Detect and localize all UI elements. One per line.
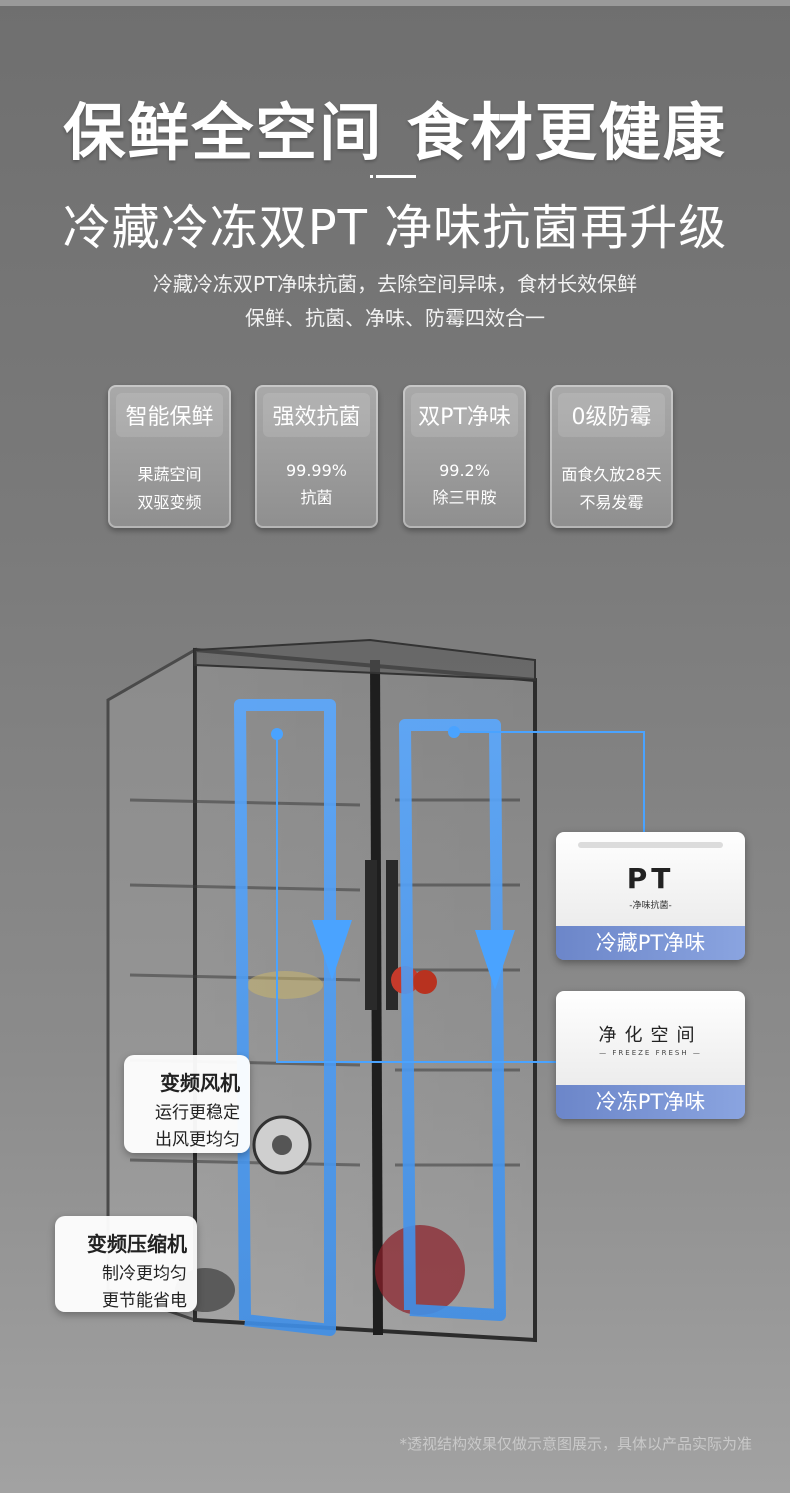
feature-card-title: 智能保鲜	[116, 393, 223, 437]
freezer-pt-caption: 冷冻PT净味	[556, 1085, 745, 1119]
fridge-pt-module: PT -净味抗菌- 冷藏PT净味	[556, 832, 745, 960]
pt-logo: PT	[626, 862, 675, 895]
feature-card-antibacterial: 强效抗菌 99.99% 抗菌	[255, 385, 378, 528]
vent-icon	[578, 842, 723, 848]
airflow-arrow	[312, 920, 352, 980]
fan-callout-line: 运行更稳定	[155, 1103, 240, 1123]
feature-card-title: 双PT净味	[411, 393, 518, 437]
feature-card-line: 99.2%	[439, 461, 490, 480]
description-line-2: 保鲜、抗菌、净味、防霉四效合一	[245, 306, 545, 330]
feature-card-smart-fresh: 智能保鲜 果蔬空间 双驱变频	[108, 385, 231, 528]
compressor-callout-title: 变频压缩机	[87, 1232, 187, 1256]
feature-card-antimold: 0级防霉 面食久放28天 不易发霉	[550, 385, 673, 528]
feature-card-line: 99.99%	[285, 461, 347, 480]
top-strip	[0, 0, 790, 6]
disclaimer-footnote: *透视结构效果仅做示意图展示，具体以产品实际为准	[399, 1435, 752, 1453]
feature-card-line: 除三甲胺	[432, 488, 497, 507]
compressor-callout: 变频压缩机 制冷更均匀 更节能省电	[55, 1216, 197, 1312]
fan-callout-line: 出风更均匀	[155, 1130, 240, 1150]
airflow-arrow	[475, 930, 515, 990]
headline: 保鲜全空间 食材更健康	[63, 96, 727, 169]
compressor-callout-line: 更节能省电	[102, 1291, 187, 1311]
freezer-module-sub: — FREEZE FRESH —	[599, 1049, 702, 1057]
feature-card-deodorize: 双PT净味 99.2% 除三甲胺	[403, 385, 526, 528]
feature-card-title: 强效抗菌	[263, 393, 370, 437]
compressor-callout-line: 制冷更均匀	[102, 1264, 187, 1284]
accent-dot	[370, 175, 373, 178]
accent-mark	[376, 175, 416, 178]
pt-logo-sub: -净味抗菌-	[629, 901, 672, 911]
description-line-1: 冷藏冷冻双PT净味抗菌，去除空间异味，食材长效保鲜	[152, 272, 638, 296]
feature-card-line: 双驱变频	[137, 493, 202, 512]
freezer-pt-module: 净化空间 — FREEZE FRESH — 冷冻PT净味	[556, 991, 745, 1119]
subheadline: 冷藏冷冻双PT 净味抗菌再升级	[62, 200, 728, 256]
feature-card-line: 面食久放28天	[561, 465, 662, 484]
fan-callout-title: 变频风机	[160, 1071, 240, 1095]
airflow-paths	[234, 699, 506, 1336]
freezer-module-title: 净化空间	[598, 1025, 703, 1046]
fan-callout: 变频风机 运行更稳定 出风更均匀	[124, 1055, 250, 1153]
feature-card-title: 0级防霉	[558, 393, 665, 437]
feature-card-line: 果蔬空间	[137, 465, 202, 484]
fridge-pt-caption: 冷藏PT净味	[556, 926, 745, 960]
feature-card-line: 抗菌	[300, 488, 333, 507]
feature-card-line: 不易发霉	[579, 493, 644, 512]
